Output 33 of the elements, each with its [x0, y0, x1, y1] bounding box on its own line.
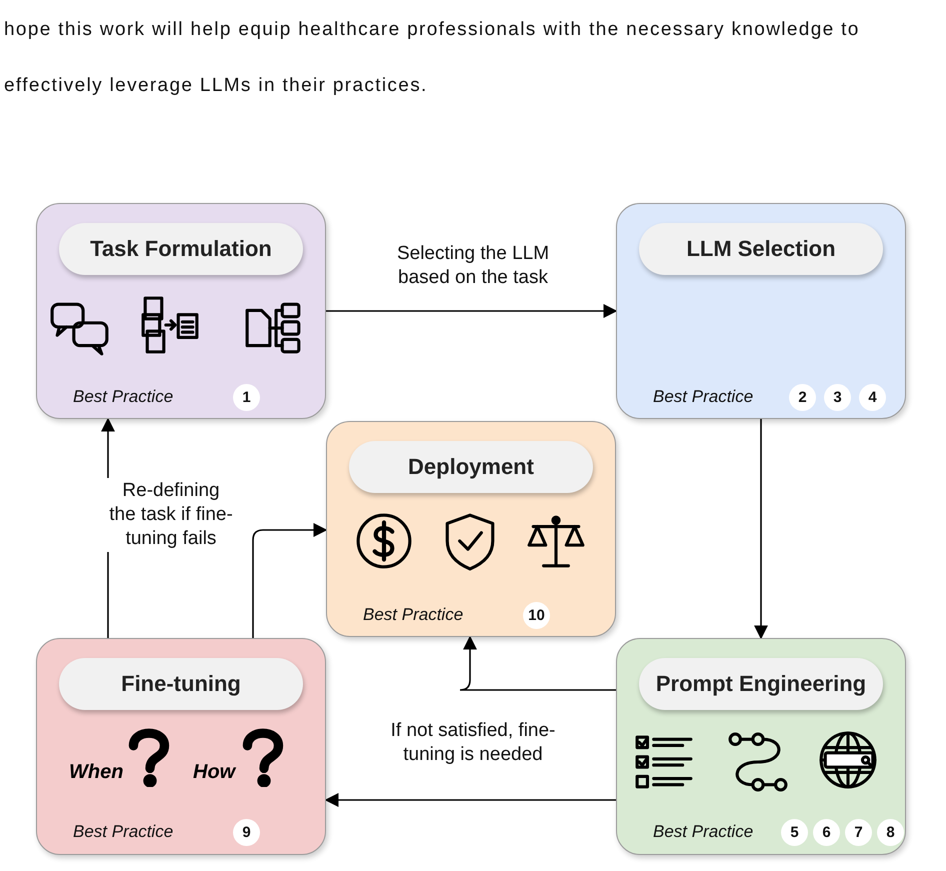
- practice-number: 1: [233, 384, 260, 411]
- stage-card: [36, 638, 326, 855]
- intro-text: hope this work will help equip healthcare professionals with the necessary knowledge to effectively leverage LLMs in their practices.: [4, 18, 861, 98]
- practice-number: 8: [877, 819, 904, 846]
- arrow: [459, 636, 616, 691]
- arrow: [754, 419, 768, 640]
- stage-title: Task Formulation: [59, 223, 303, 275]
- best-practice-label: Best Practice: [653, 387, 754, 407]
- stage-card: [326, 421, 616, 637]
- arrow: [324, 793, 616, 807]
- practice-number: 6: [813, 819, 840, 846]
- practice-number: 10: [523, 602, 550, 629]
- best-practice-label: Best Practice: [73, 822, 174, 842]
- question-word: How: [193, 761, 236, 784]
- best-practice-label: Best Practice: [363, 605, 464, 625]
- stage-card: [36, 203, 326, 419]
- stage-title: Fine-tuning: [59, 658, 303, 710]
- best-practice-label: Best Practice: [73, 387, 174, 407]
- stage-title: Prompt Engineering: [639, 658, 883, 710]
- practice-number: 3: [824, 384, 851, 411]
- best-practice-label: Best Practice: [653, 822, 754, 842]
- arrow: [326, 304, 618, 318]
- question-word: When: [69, 761, 124, 784]
- practice-number: 2: [789, 384, 816, 411]
- stage-card: [616, 638, 906, 855]
- practice-number: 7: [845, 819, 872, 846]
- arrow: [252, 523, 328, 638]
- practice-number: 4: [859, 384, 886, 411]
- stage-title: Deployment: [349, 441, 593, 493]
- practice-number: 5: [781, 819, 808, 846]
- practice-number: 9: [233, 819, 260, 846]
- stage-title: LLM Selection: [639, 223, 883, 275]
- stage-card: [616, 203, 906, 419]
